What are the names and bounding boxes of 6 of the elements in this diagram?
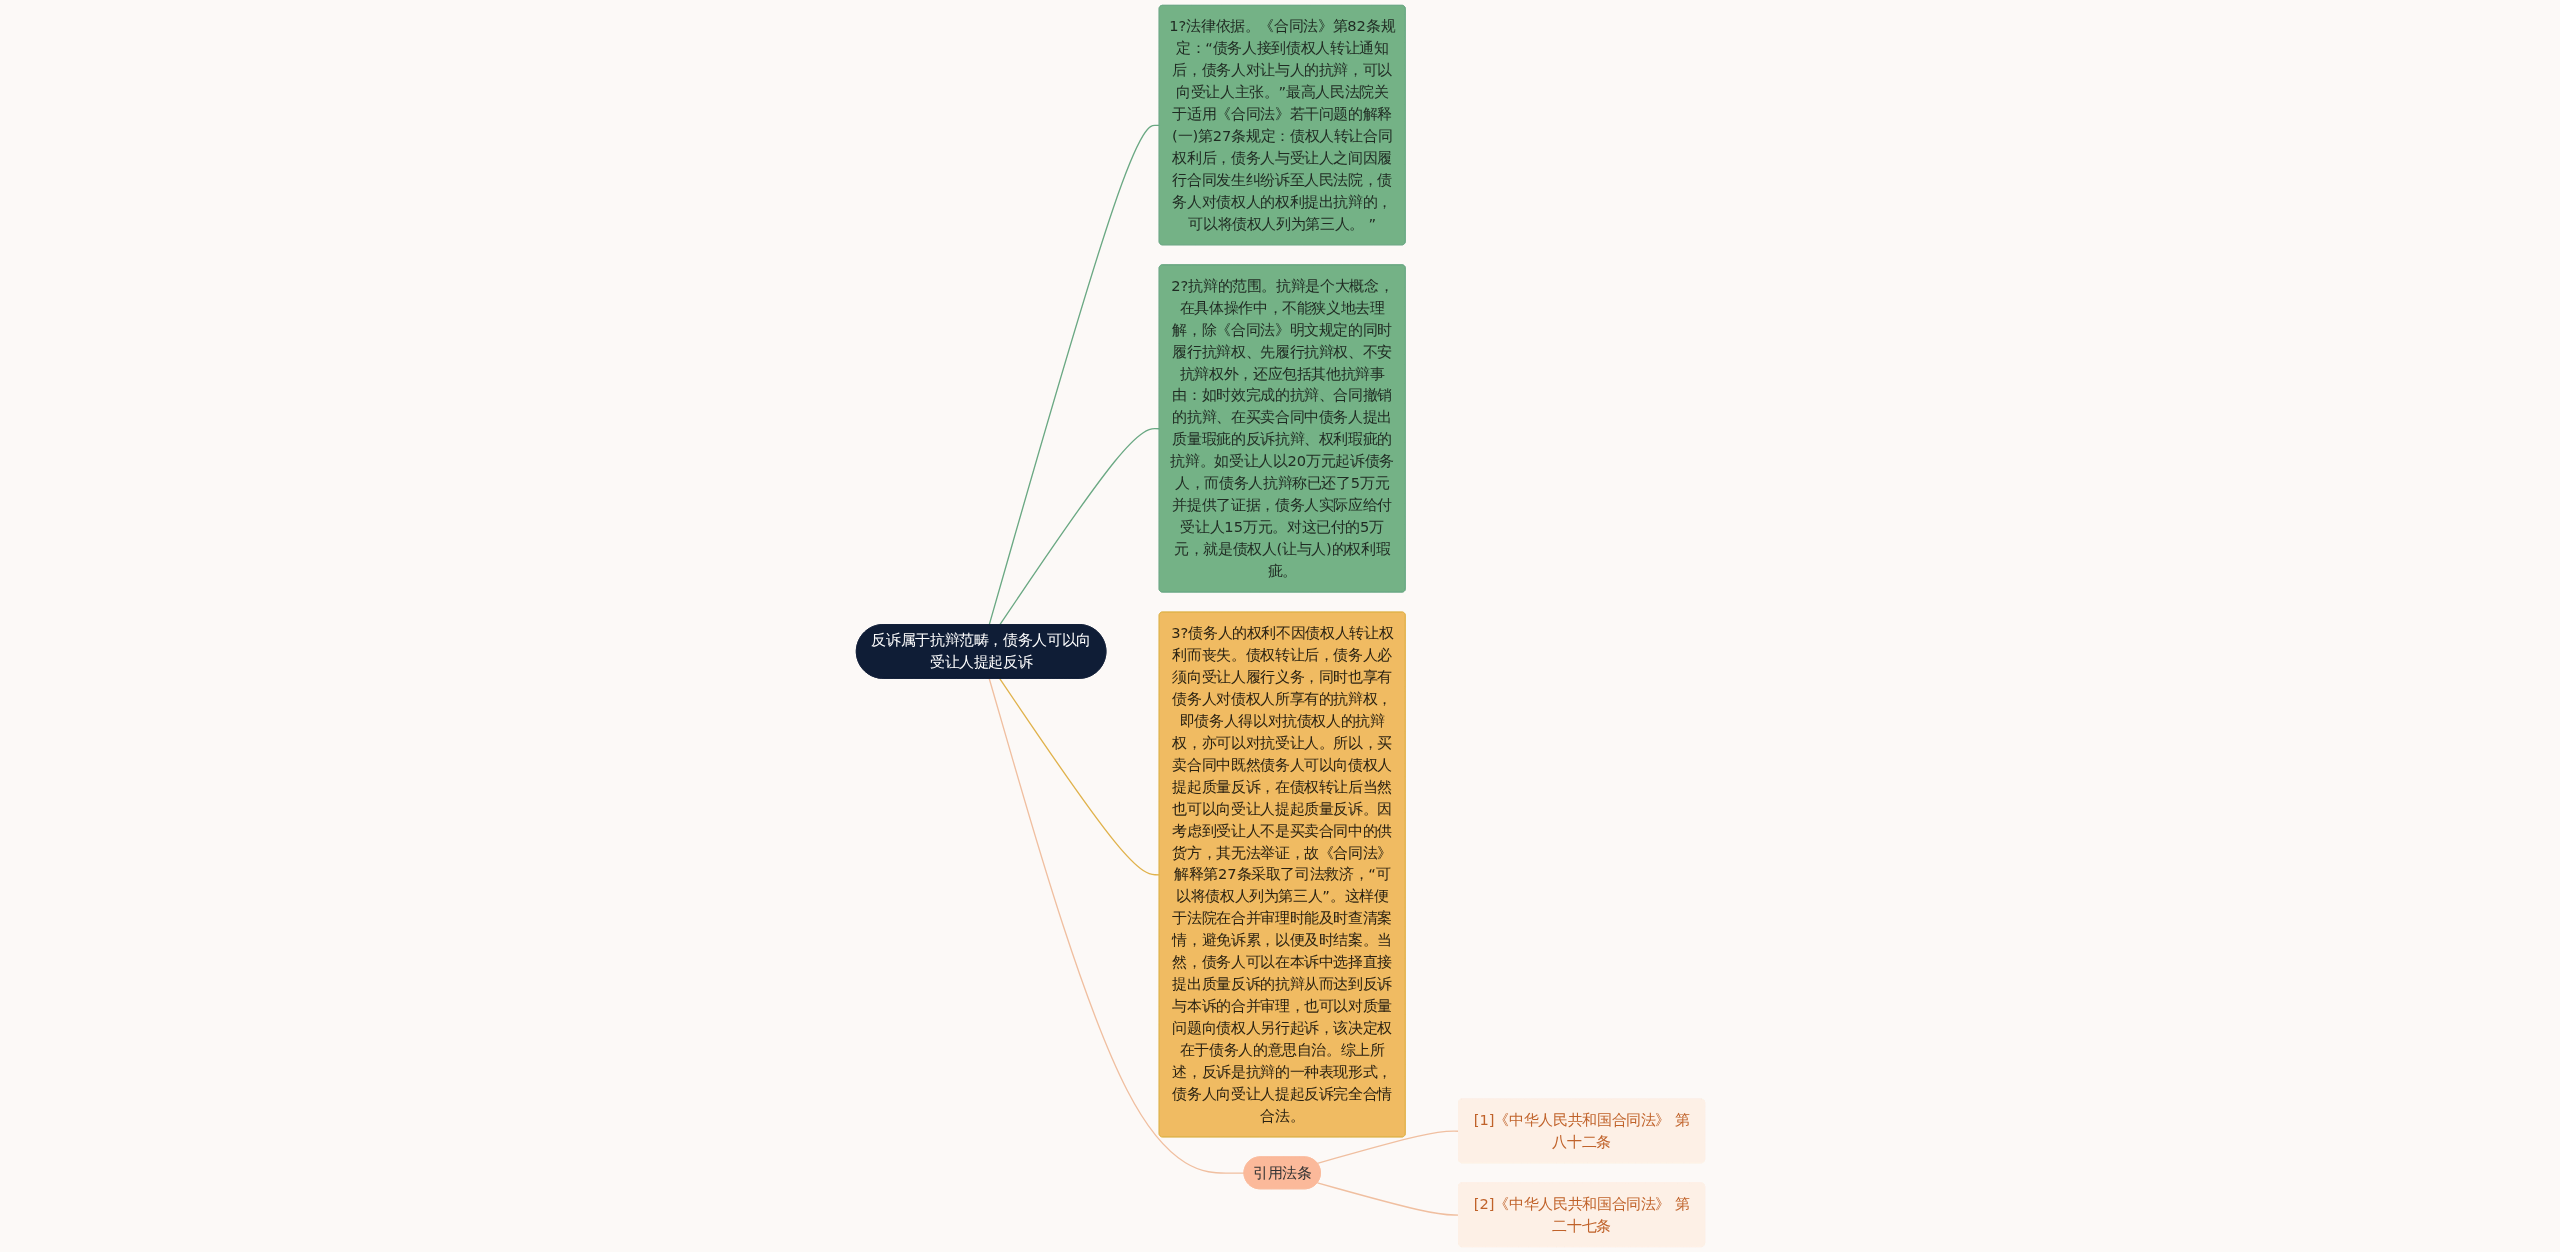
connector: [988, 678, 1245, 1174]
connector: [1316, 1130, 1459, 1165]
connector: [988, 124, 1160, 626]
connector: [998, 428, 1160, 626]
connector: [998, 678, 1160, 876]
connector: [1316, 1182, 1459, 1216]
